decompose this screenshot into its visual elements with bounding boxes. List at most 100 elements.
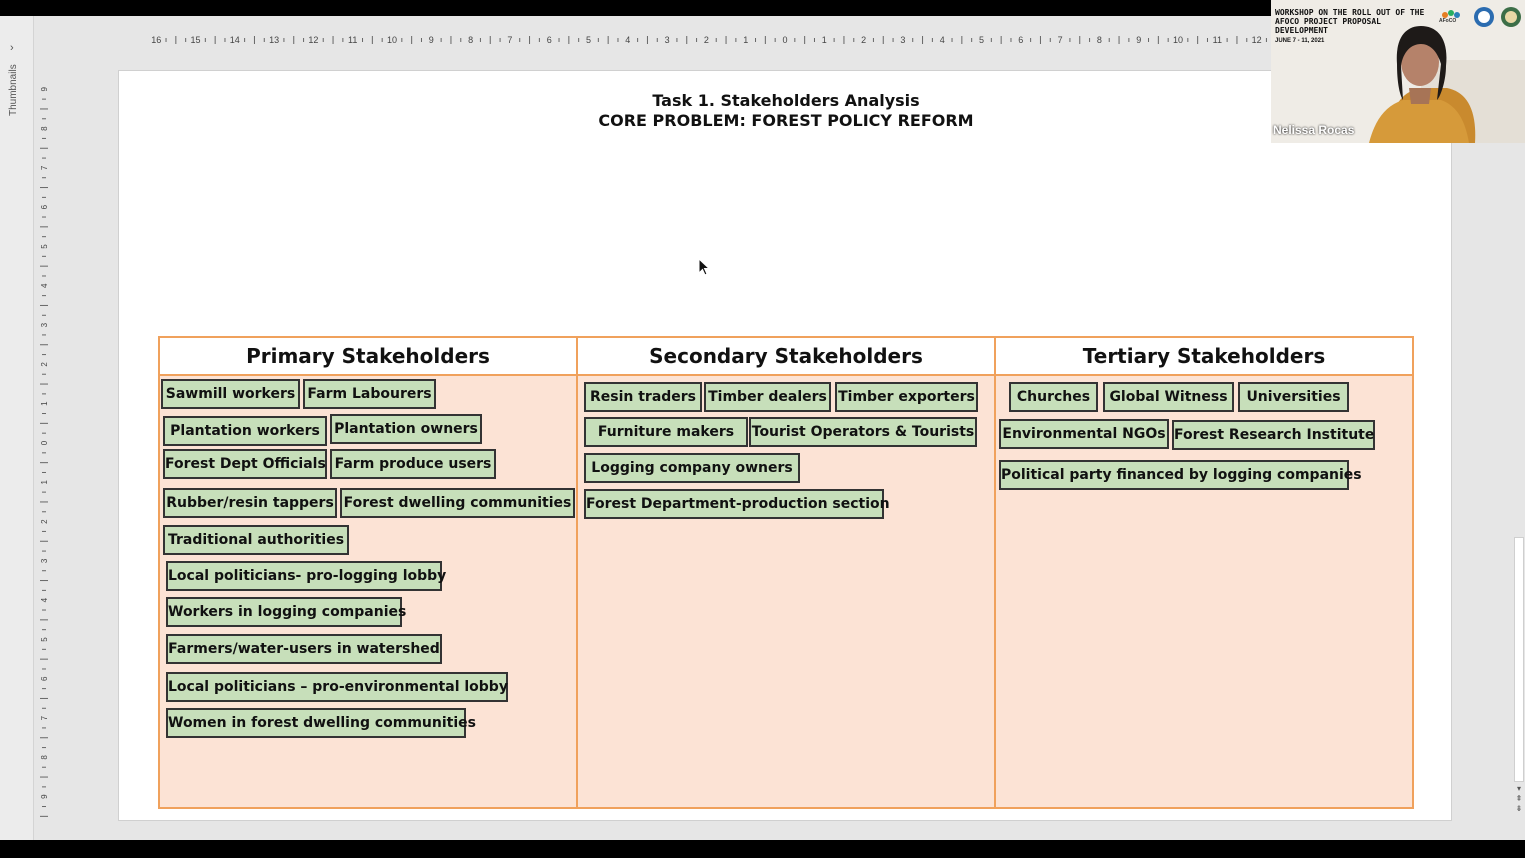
ruler-number: 7 (507, 35, 512, 45)
ruler-number: 14 (230, 35, 240, 45)
stakeholder-chip[interactable]: Forest dwelling communities (340, 488, 575, 518)
ruler-number: 2 (861, 35, 866, 45)
ruler-number: 4 (40, 283, 49, 288)
ruler-number: 3 (40, 322, 49, 327)
column-divider (576, 338, 578, 807)
ruler-number: 2 (40, 519, 49, 524)
ruler-number: 7 (40, 165, 49, 170)
secondary-header[interactable]: Secondary Stakeholders (578, 338, 994, 376)
stakeholder-chip[interactable]: Local politicians- pro-logging lobby (166, 561, 446, 591)
stakeholder-chip[interactable]: Farm produce users (330, 449, 496, 479)
stakeholder-chip[interactable]: Women in forest dwelling communities (166, 708, 476, 738)
primary-header[interactable]: Primary Stakeholders (160, 338, 576, 376)
ruler-number: 1 (743, 35, 748, 45)
ruler-number: 13 (269, 35, 279, 45)
ruler-number: 16 (151, 35, 161, 45)
ruler-number: 0 (782, 35, 787, 45)
tertiary-header[interactable]: Tertiary Stakeholders (996, 338, 1412, 376)
stakeholder-chip[interactable]: Tourist Operators & Tourists (749, 417, 977, 447)
ruler-number: 9 (429, 35, 434, 45)
ruler-number: 4 (625, 35, 630, 45)
stakeholder-chip[interactable]: Political party financed by logging comp… (999, 460, 1362, 490)
stakeholder-chip[interactable]: Logging company owners (584, 453, 800, 483)
stakeholder-chip[interactable]: Forest Dept Officials (163, 449, 327, 479)
ruler-number: 5 (40, 244, 49, 249)
slide-subtitle[interactable]: CORE PROBLEM: FOREST POLICY REFORM (598, 111, 974, 130)
thumbnails-pane[interactable]: › Thumbnails (0, 16, 34, 840)
ruler-number: 10 (387, 35, 397, 45)
stakeholder-chip[interactable]: Farmers/water-users in watershed (166, 634, 442, 664)
ruler-number: 4 (940, 35, 945, 45)
workshop-date: JUNE 7 - 11, 2021 (1275, 38, 1325, 44)
stakeholder-chip[interactable]: Sawmill workers (161, 379, 300, 409)
stakeholder-chip[interactable]: Rubber/resin tappers (163, 488, 337, 518)
slide-title[interactable]: Task 1. Stakeholders Analysis (652, 91, 920, 110)
ruler-number: 3 (900, 35, 905, 45)
ruler-number: 7 (40, 715, 49, 720)
participant-name: Nelissa Rocas (1273, 123, 1355, 137)
ruler-number: 5 (979, 35, 984, 45)
video-background (1271, 0, 1525, 143)
column-divider (994, 338, 996, 807)
afoco-logo (1442, 7, 1521, 27)
stakeholder-chip[interactable]: Environmental NGOs (999, 419, 1169, 449)
ruler-number: 15 (190, 35, 200, 45)
scroll-down-icon[interactable]: ▾⇞⇟ (1515, 784, 1523, 813)
stakeholder-chip[interactable]: Global Witness (1103, 382, 1234, 412)
ruler-number: 1 (822, 35, 827, 45)
ruler-number: 6 (40, 676, 49, 681)
ruler-number: 5 (586, 35, 591, 45)
stakeholder-chip[interactable]: Plantation owners (330, 414, 482, 444)
ruler-number: 12 (308, 35, 318, 45)
ruler-number: 6 (1018, 35, 1023, 45)
thumbnails-label[interactable]: Thumbnails (8, 64, 19, 116)
ruler-number: 10 (1173, 35, 1183, 45)
ruler-number: 11 (1213, 35, 1222, 45)
sponsor-logos: AFoCO (1437, 6, 1523, 28)
stakeholder-chip[interactable]: Universities (1238, 382, 1349, 412)
ruler-number: 1 (40, 401, 49, 406)
stakeholder-chip[interactable]: Timber exporters (835, 382, 978, 412)
top-black-bar (0, 0, 1525, 16)
stakeholder-chip[interactable]: Local politicians – pro-environmental lo… (166, 672, 508, 702)
ruler-number: 6 (40, 204, 49, 209)
ruler-number: 9 (40, 87, 49, 92)
video-overlay[interactable]: WORKSHOP ON THE ROLL OUT OF THE AFOCO PR… (1271, 0, 1525, 143)
stakeholder-chip[interactable]: Timber dealers (704, 382, 831, 412)
stakeholder-chip[interactable]: Churches (1009, 382, 1098, 412)
stakeholder-chip[interactable]: Farm Labourers (303, 379, 436, 409)
bottom-black-bar (0, 840, 1525, 858)
ruler-number: 8 (40, 126, 49, 131)
stakeholder-table[interactable]: Primary Stakeholders Secondary Stakehold… (158, 336, 1414, 809)
ruler-number: 3 (40, 558, 49, 563)
stakeholder-chip[interactable]: Workers in logging companies (166, 597, 406, 627)
ruler-number: 7 (1058, 35, 1063, 45)
chevron-right-icon[interactable]: › (10, 42, 14, 54)
stakeholder-chip[interactable]: Traditional authorities (163, 525, 349, 555)
stakeholder-chip[interactable]: Plantation workers (163, 416, 327, 446)
mouse-pointer-icon (698, 257, 711, 281)
stakeholder-chip[interactable]: Resin traders (584, 382, 702, 412)
ruler-number: 8 (468, 35, 473, 45)
ruler-number: 5 (40, 637, 49, 642)
ruler-number: 9 (1136, 35, 1141, 45)
ruler-number: 6 (547, 35, 552, 45)
ruler-number: 8 (40, 755, 49, 760)
afoco-logo-text: AFoCO (1439, 18, 1457, 24)
ruler-number: 11 (348, 35, 357, 45)
stakeholder-chip[interactable]: Forest Research Institute (1172, 420, 1375, 450)
ruler-number: 1 (40, 480, 49, 485)
ruler-number: 2 (704, 35, 709, 45)
ruler-number: 3 (665, 35, 670, 45)
ruler-number: 0 (40, 440, 49, 445)
scrollbar-thumb[interactable] (1514, 537, 1524, 782)
ruler-number: 12 (1252, 35, 1262, 45)
ruler-number: 8 (1097, 35, 1102, 45)
stakeholder-chip[interactable]: Furniture makers (584, 417, 748, 447)
ruler-number: 4 (40, 597, 49, 602)
workshop-title: WORKSHOP ON THE ROLL OUT OF THE AFOCO PR… (1275, 8, 1425, 35)
ruler-number: 9 (40, 794, 49, 799)
stakeholder-chip[interactable]: Forest Department-production section (584, 489, 890, 519)
